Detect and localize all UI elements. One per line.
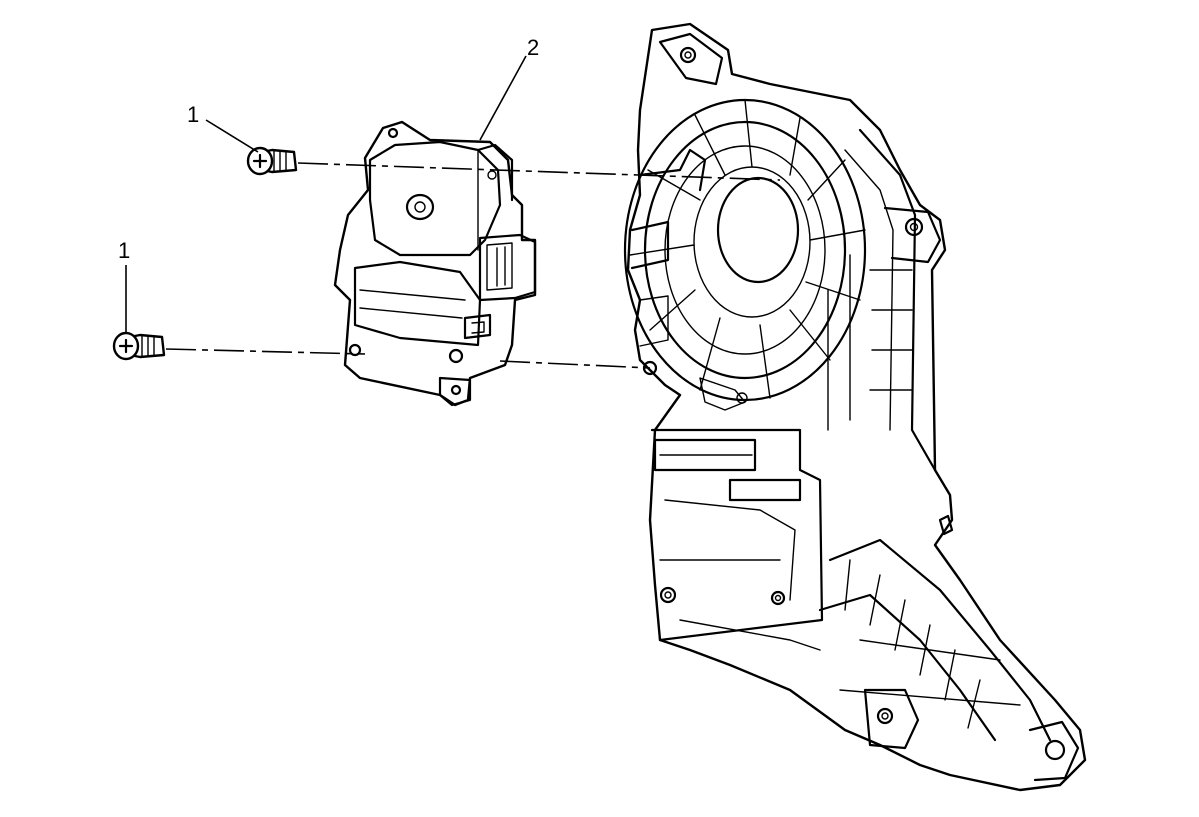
callout-label-1-upper: 1 [187,102,200,127]
housing-ribs [629,99,866,399]
alignment-line-upper [297,162,781,181]
leader-line-1-upper [205,119,259,153]
callout-label-1-lower: 1 [118,238,131,263]
housing-lower-grid [818,538,1080,782]
alignment-line-lower-rear [499,360,651,369]
screw-lower [112,331,166,361]
hvac-module-housing [623,22,1087,792]
housing-lower-box [650,428,824,651]
housing-flange [827,128,937,472]
leader-line-2 [479,55,527,141]
actuator-assembly [333,120,537,407]
callout-label-2: 2 [527,35,540,60]
alignment-line-lower [165,348,366,355]
screw-upper [246,146,298,176]
